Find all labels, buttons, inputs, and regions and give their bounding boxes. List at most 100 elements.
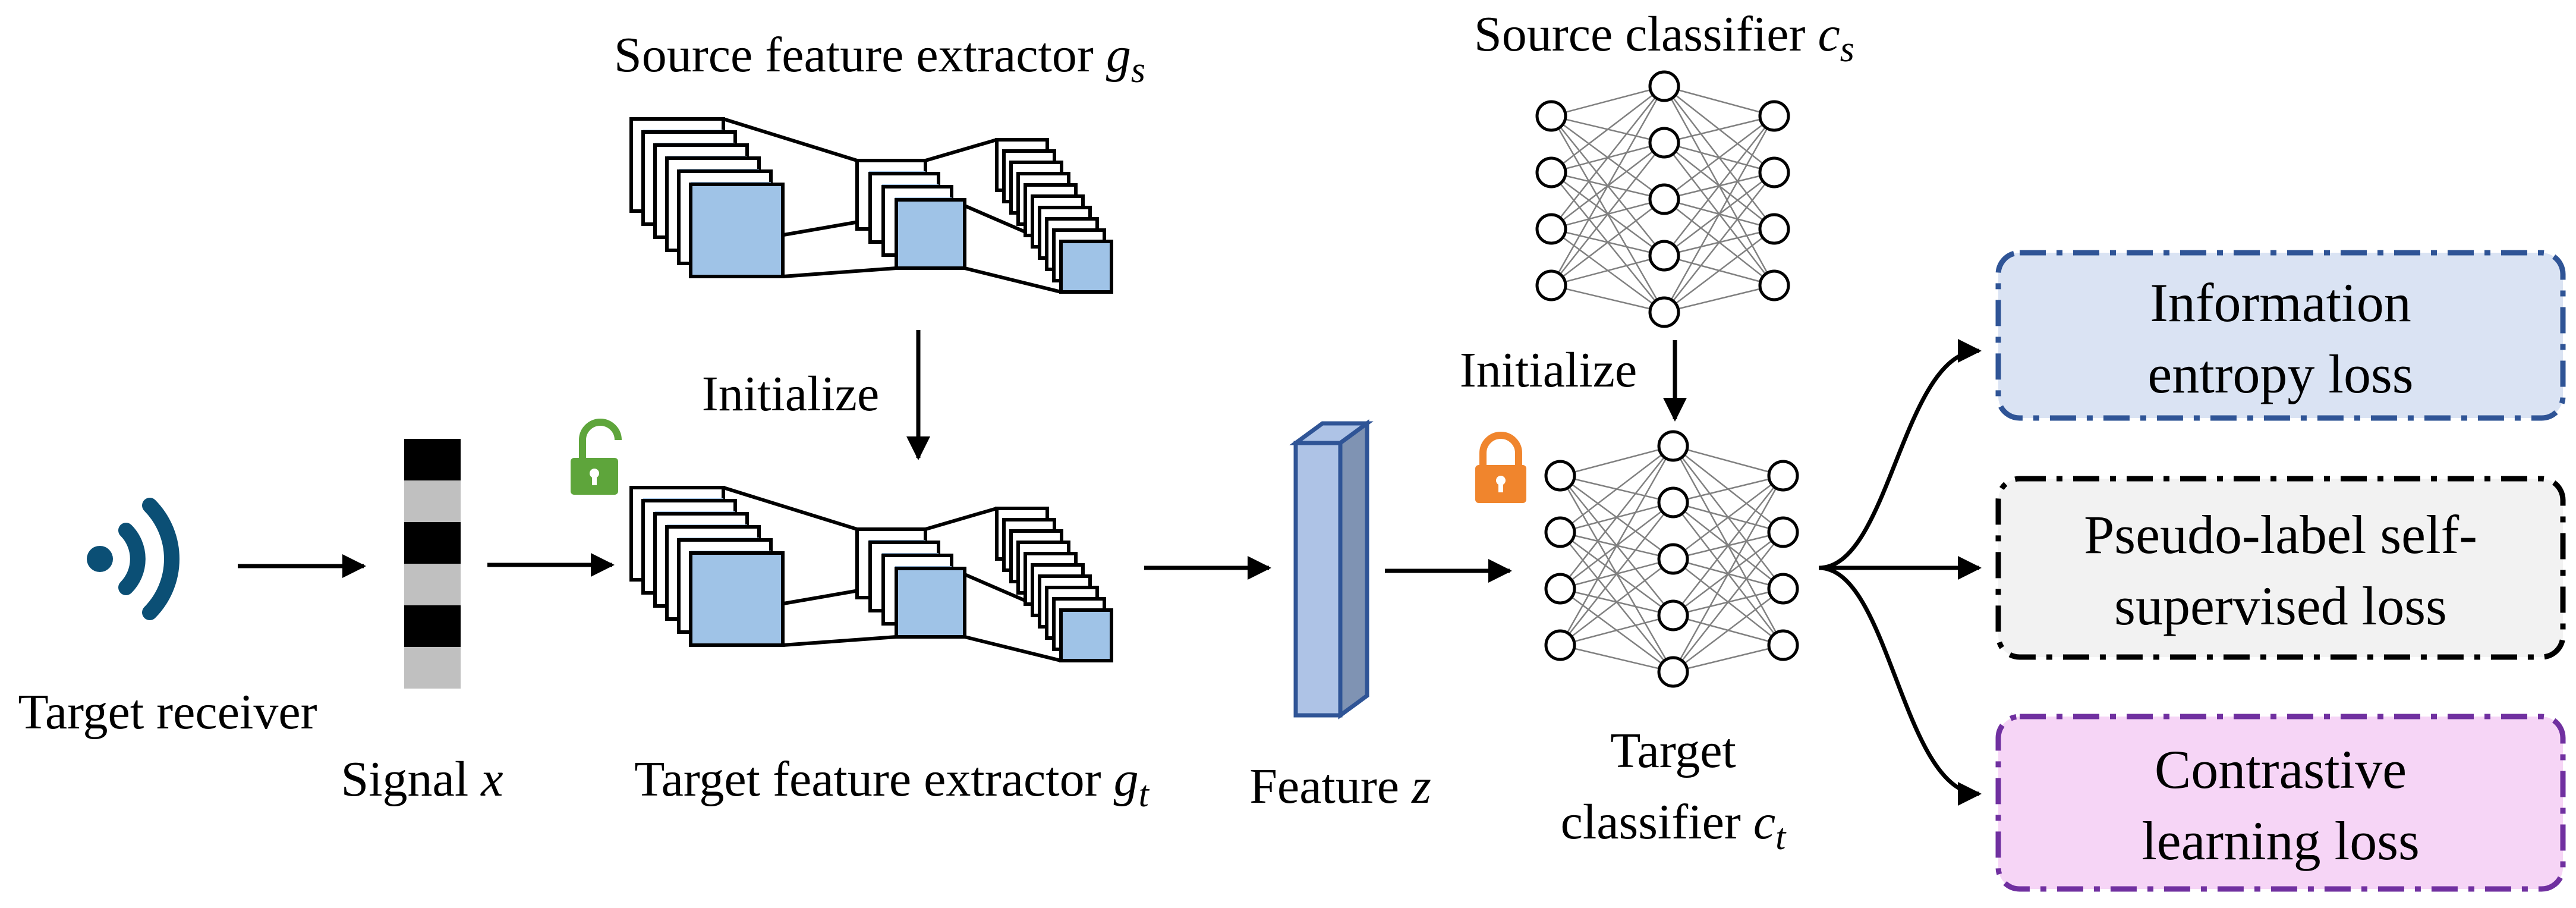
- source-classifier-network: [1535, 70, 1790, 328]
- cnn-connection: [782, 635, 897, 647]
- nn-edge: [1560, 614, 1674, 646]
- loss-box-contrastive: Contrastive learning loss: [1995, 714, 2566, 892]
- nn-neuron: [1657, 656, 1689, 688]
- nn-neuron: [1544, 629, 1576, 661]
- nn-neuron: [1544, 516, 1576, 548]
- target-feature-extractor-network: [629, 486, 1113, 662]
- nn-edge: [1663, 115, 1775, 313]
- unlocked-icon: [571, 419, 622, 495]
- nn-neuron: [1648, 127, 1680, 159]
- nn-edge: [1560, 445, 1674, 589]
- nn-neuron: [1657, 430, 1689, 462]
- nn-neuron: [1648, 296, 1680, 328]
- signal-label: Signal x: [341, 752, 503, 807]
- feature-label: Feature z: [1249, 759, 1431, 814]
- nn-edge: [1673, 644, 1784, 673]
- loss-label-line2: entropy loss: [2147, 344, 2413, 404]
- signal-segment: [404, 439, 461, 480]
- nn-edge: [1550, 86, 1665, 286]
- cnn-connection: [925, 507, 997, 531]
- nn-neuron: [1544, 460, 1576, 492]
- nn-neuron: [1758, 269, 1790, 301]
- cnn-connection: [782, 589, 858, 606]
- cnn-connection: [782, 220, 858, 237]
- nn-neuron: [1767, 516, 1799, 548]
- loss-label-line2: supervised loss: [2114, 576, 2447, 636]
- target-classifier-label-line2: classifier ct: [1561, 794, 1787, 857]
- locked-icon: [1475, 432, 1526, 503]
- nn-edge: [1551, 284, 1665, 313]
- nn-edge: [1551, 199, 1665, 286]
- cnn-feature-map: [895, 198, 966, 270]
- nn-edge: [1673, 475, 1784, 616]
- nn-edge: [1551, 86, 1665, 173]
- nn-neuron: [1535, 213, 1567, 245]
- loss-label-line2: learning loss: [2142, 810, 2420, 871]
- nn-neuron: [1657, 599, 1689, 631]
- nn-edge: [1551, 142, 1665, 286]
- nn-edge: [1664, 115, 1775, 144]
- cnn-feature-map: [895, 567, 966, 639]
- nn-neuron: [1767, 460, 1799, 492]
- nn-neuron: [1767, 629, 1799, 661]
- initialize-classifier-label: Initialize: [1460, 343, 1637, 398]
- cnn-connection: [964, 635, 1062, 662]
- nn-edge: [1664, 228, 1775, 313]
- nn-neuron: [1544, 573, 1576, 605]
- cnn-connection: [964, 266, 1062, 294]
- nn-neuron: [1767, 573, 1799, 605]
- nn-edge: [1664, 115, 1775, 200]
- branch-arrows: [1818, 339, 1982, 806]
- nn-edge: [1560, 558, 1674, 646]
- cnn-feature-map: [1059, 240, 1113, 294]
- loss-box-pseudo-label: Pseudo-label self- supervised loss: [1995, 476, 2566, 660]
- signal-segment: [404, 522, 461, 564]
- nn-neuron: [1657, 543, 1689, 575]
- nn-edge: [1551, 86, 1665, 230]
- source-extractor-label: Source feature extractor gs: [614, 27, 1145, 90]
- feature-vector: [1289, 419, 1374, 720]
- nn-edge: [1551, 255, 1665, 287]
- nn-edge: [1560, 502, 1674, 646]
- loss-label-line1: Contrastive: [2155, 739, 2407, 800]
- wifi-signal-icon: [87, 498, 179, 620]
- cnn-connection: [723, 117, 858, 162]
- nn-edge: [1559, 445, 1674, 646]
- initialize-extractor-label: Initialize: [702, 366, 880, 422]
- nn-edge: [1560, 445, 1674, 477]
- nn-edge: [1673, 532, 1784, 673]
- nn-neuron: [1758, 213, 1790, 245]
- nn-edge: [1673, 475, 1784, 504]
- cnn-feature-map: [1059, 608, 1113, 662]
- cnn-connection: [925, 138, 997, 162]
- nn-neuron: [1648, 70, 1680, 102]
- target-classifier-network: [1544, 430, 1799, 688]
- target-classifier-label-line1: Target: [1610, 723, 1736, 778]
- loss-box-information-entropy: Information entropy loss: [1995, 250, 2566, 421]
- cnn-feature-map: [689, 551, 785, 647]
- signal-segment: [404, 564, 461, 605]
- nn-edge: [1560, 445, 1674, 533]
- arrow-to-contrastive-loss: [1818, 565, 1982, 806]
- nn-edge: [1664, 115, 1775, 256]
- cnn-connection: [782, 266, 897, 278]
- nn-neuron: [1535, 269, 1567, 301]
- signal-segment: [404, 605, 461, 647]
- nn-neuron: [1535, 156, 1567, 188]
- nn-edge: [1673, 588, 1784, 673]
- nn-edge: [1673, 445, 1784, 477]
- nn-edge: [1673, 475, 1784, 560]
- arrow-to-entropy-loss: [1818, 339, 1982, 570]
- loss-label-line1: Information: [2150, 272, 2411, 333]
- nn-edge: [1551, 85, 1665, 117]
- nn-neuron: [1535, 100, 1567, 132]
- signal-bar: [404, 439, 461, 689]
- signal-segment: [404, 647, 461, 689]
- nn-edge: [1560, 644, 1674, 673]
- nn-neuron: [1657, 486, 1689, 519]
- signal-segment: [404, 480, 461, 522]
- cnn-feature-map: [689, 183, 785, 278]
- nn-neuron: [1758, 156, 1790, 188]
